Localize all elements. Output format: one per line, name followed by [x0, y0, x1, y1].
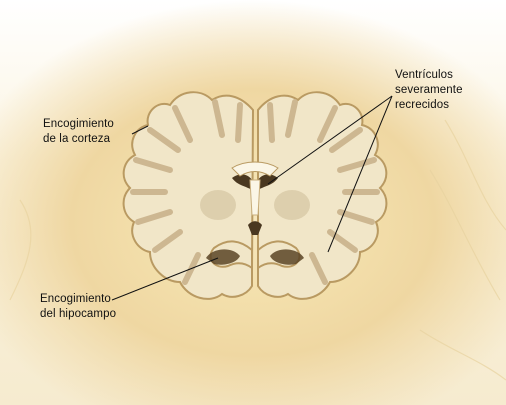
ventricles-label-line1: Ventrículos	[395, 68, 463, 83]
right-hemisphere	[258, 92, 386, 299]
right-hemisphere-outline	[258, 92, 386, 299]
cortex-shrinkage-label: Encogimiento de la corteza	[43, 117, 114, 147]
hippocampus-label-line2: del hipocampo	[40, 307, 116, 322]
ventricles-label-line2: severamente	[395, 83, 463, 98]
ventricles-label: Ventrículos severamente recrecidos	[395, 68, 463, 113]
hippocampus-label-line1: Encogimiento	[40, 292, 116, 307]
left-hemisphere	[124, 92, 253, 299]
cortex-label-line1: Encogimiento	[43, 117, 114, 132]
left-hemisphere-outline	[124, 92, 253, 299]
ventricles-label-line3: recrecidos	[395, 98, 463, 113]
hippocampus-shrinkage-label: Encogimiento del hipocampo	[40, 292, 116, 322]
cortex-label-line2: de la corteza	[43, 132, 114, 147]
left-basal-ganglia	[200, 190, 236, 220]
right-basal-ganglia	[274, 190, 310, 220]
septum	[250, 180, 260, 215]
